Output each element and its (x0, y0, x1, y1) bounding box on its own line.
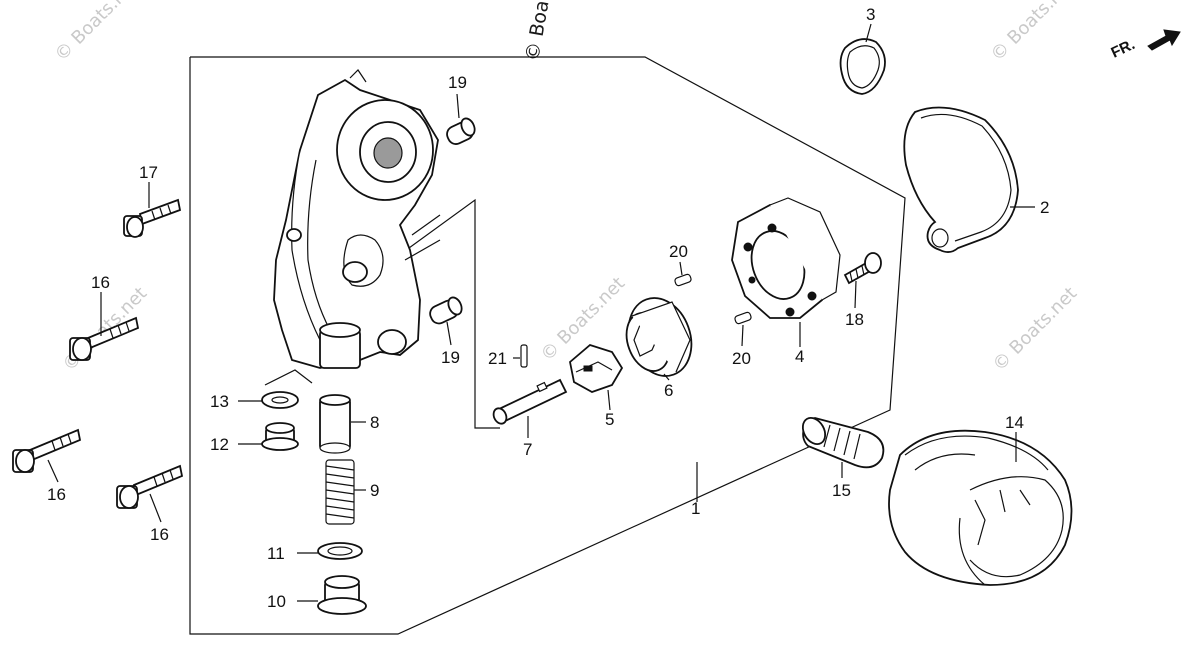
label-part-4: 4 (795, 347, 804, 366)
label-part-6: 6 (664, 381, 673, 400)
flange-bolt-16-upper (69, 316, 140, 361)
front-indicator-label: FR. (1109, 36, 1138, 62)
label-part-11: 11 (267, 544, 285, 563)
label-part-19-upper: 19 (448, 73, 467, 92)
label-part-18: 18 (845, 310, 864, 329)
dowel-bushing-lower (429, 296, 463, 325)
label-part-12: 12 (210, 435, 229, 454)
watermark: © Boats.net (521, 0, 563, 63)
label-part-14: 14 (1005, 413, 1024, 432)
inner-rotor (569, 343, 624, 393)
gasket-large (903, 106, 1019, 253)
label-part-1: 1 (691, 499, 700, 518)
leader-lines (47, 23, 1035, 602)
drive-pin (520, 344, 528, 368)
flange-bolt-16-lower (116, 464, 184, 509)
relief-valve-piston (319, 394, 351, 454)
relief-valve-plug (317, 575, 367, 615)
assembly-outline (189, 56, 906, 635)
label-part-16-lower: 16 (150, 525, 169, 544)
flange-bolt-16-left (12, 428, 82, 473)
watermark: © Boats.net (987, 0, 1079, 66)
o-ring-small (839, 38, 886, 95)
front-arrow-icon: FR. (1109, 29, 1181, 62)
label-part-8: 8 (370, 413, 379, 432)
label-part-16-upper: 16 (91, 273, 110, 292)
dowel-pin-upper (674, 273, 692, 287)
label-part-21: 21 (488, 349, 507, 368)
oil-filter (888, 429, 1073, 586)
part-labels: 1 2 3 4 5 6 7 8 9 10 11 12 13 14 15 16 1… (47, 5, 1049, 611)
flange-bolt-17 (123, 198, 182, 238)
assembly-inner-bracket-low (264, 369, 313, 386)
label-part-5: 5 (605, 410, 614, 429)
dowel-bushing-upper (446, 117, 476, 145)
label-part-20-lower: 20 (732, 349, 751, 368)
label-part-20-upper: 20 (669, 242, 688, 261)
assembly-inner-bracket (397, 198, 500, 429)
label-part-15: 15 (832, 481, 851, 500)
pump-cover-plate (731, 197, 841, 319)
threaded-nipple (801, 416, 885, 469)
pump-shaft (492, 378, 568, 425)
relief-valve-spring (325, 459, 355, 525)
label-part-10: 10 (267, 592, 286, 611)
label-part-7: 7 (523, 440, 532, 459)
label-part-3: 3 (866, 5, 875, 24)
label-part-13: 13 (210, 392, 229, 411)
label-part-2: 2 (1040, 198, 1049, 217)
label-part-16-left: 16 (47, 485, 66, 504)
oil-pump-body (273, 69, 441, 369)
label-part-17: 17 (139, 163, 158, 182)
dowel-pin-lower (734, 311, 752, 325)
small-washer (261, 391, 299, 409)
cover-screw (843, 252, 882, 285)
small-plug (261, 422, 299, 451)
watermark: © Boats.net (989, 283, 1081, 375)
outer-rotor (625, 297, 693, 377)
label-part-19-lower: 19 (441, 348, 460, 367)
sealing-washer (317, 542, 363, 560)
watermark: © Boats.net (51, 0, 143, 66)
label-part-9: 9 (370, 481, 379, 500)
watermark: © Boats.net (59, 283, 151, 375)
